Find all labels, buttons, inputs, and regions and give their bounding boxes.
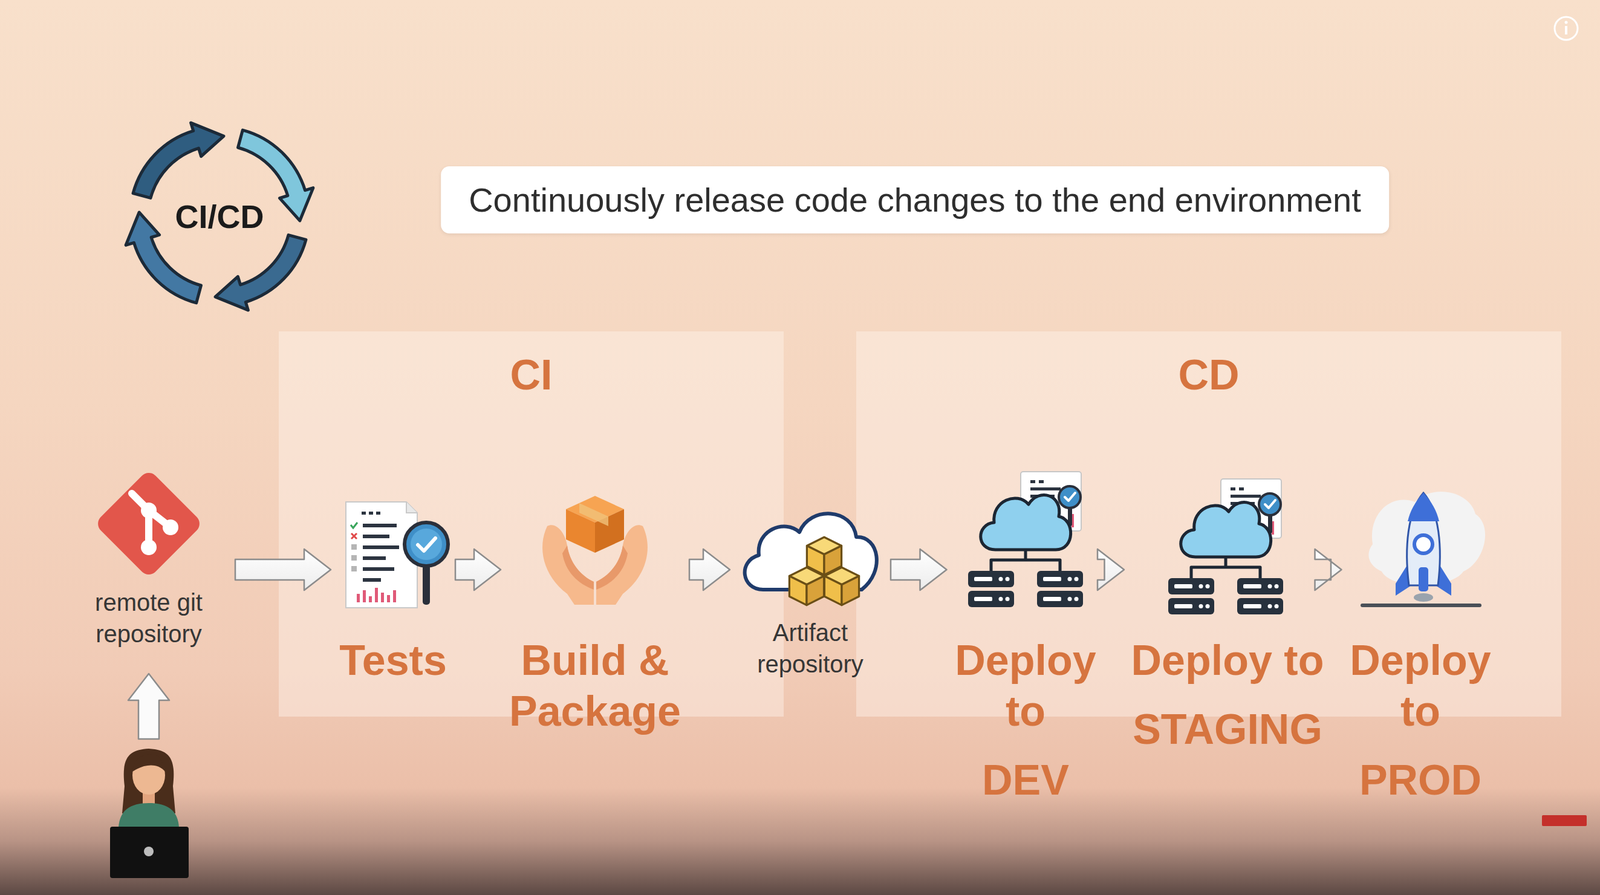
- tests-icon: [345, 501, 449, 608]
- icon-slot: [1128, 497, 1327, 617]
- icon-slot: [951, 489, 1100, 617]
- title-banner: Continuously release code changes to the…: [440, 166, 1389, 234]
- icon-slot: [335, 489, 451, 617]
- step-label: Deploy to: [1346, 616, 1495, 737]
- pipeline-step: Deploy toPROD: [1346, 493, 1495, 806]
- logo-text: CI/CD: [175, 197, 265, 236]
- git-logo: [93, 468, 204, 579]
- step-label: Deploy to: [951, 616, 1100, 737]
- pipeline-step: Deploy toSTAGING: [1128, 497, 1327, 755]
- pipeline-step: Deploy toDEV: [951, 489, 1100, 806]
- stage-panel: Deploy toDEVDeploy toSTAGINGDeploy toPRO…: [856, 331, 1562, 717]
- pipeline-step: remote git repository: [67, 465, 231, 650]
- cycle-icon: [125, 122, 314, 311]
- stage-panel: TestsBuild & PackageCI: [278, 331, 784, 717]
- build-icon: [542, 495, 648, 605]
- push-arrow: [128, 673, 170, 739]
- subscribe-badge: [1541, 815, 1587, 827]
- icon-slot: [1346, 493, 1495, 617]
- pipeline-step: Tests: [335, 489, 451, 686]
- developer-figure: [110, 748, 189, 879]
- environment-name: STAGING: [1128, 685, 1327, 755]
- icon-slot: [734, 489, 886, 617]
- step-label: remote git repository: [67, 586, 231, 650]
- environment-name: PROD: [1346, 736, 1495, 806]
- flow-arrow: [1097, 549, 1125, 591]
- step-label: Artifact repository: [734, 616, 886, 680]
- panel-heading: CD: [856, 331, 1562, 401]
- pipeline-step: Artifact repository: [734, 489, 886, 680]
- flow-arrow: [890, 549, 947, 591]
- icon-slot: [505, 489, 685, 617]
- environment-name: DEV: [951, 736, 1100, 806]
- pipeline-step: Build & Package: [505, 489, 685, 737]
- staging-icon: [1168, 478, 1284, 615]
- icon-slot: [67, 465, 231, 587]
- flow-arrow: [235, 549, 331, 591]
- step-label: Build & Package: [505, 616, 685, 737]
- panel-heading: CI: [278, 331, 784, 401]
- step-label: Deploy to: [1128, 616, 1327, 686]
- dev-icon: [968, 471, 1083, 608]
- flow-arrow: [689, 549, 730, 591]
- info-icon: [1554, 16, 1578, 40]
- step-label: Tests: [335, 616, 451, 686]
- flow-arrow: [1315, 549, 1342, 591]
- rocket-icon: [1360, 491, 1486, 608]
- artifact-icon: [744, 513, 877, 605]
- flow-arrow: [455, 549, 501, 591]
